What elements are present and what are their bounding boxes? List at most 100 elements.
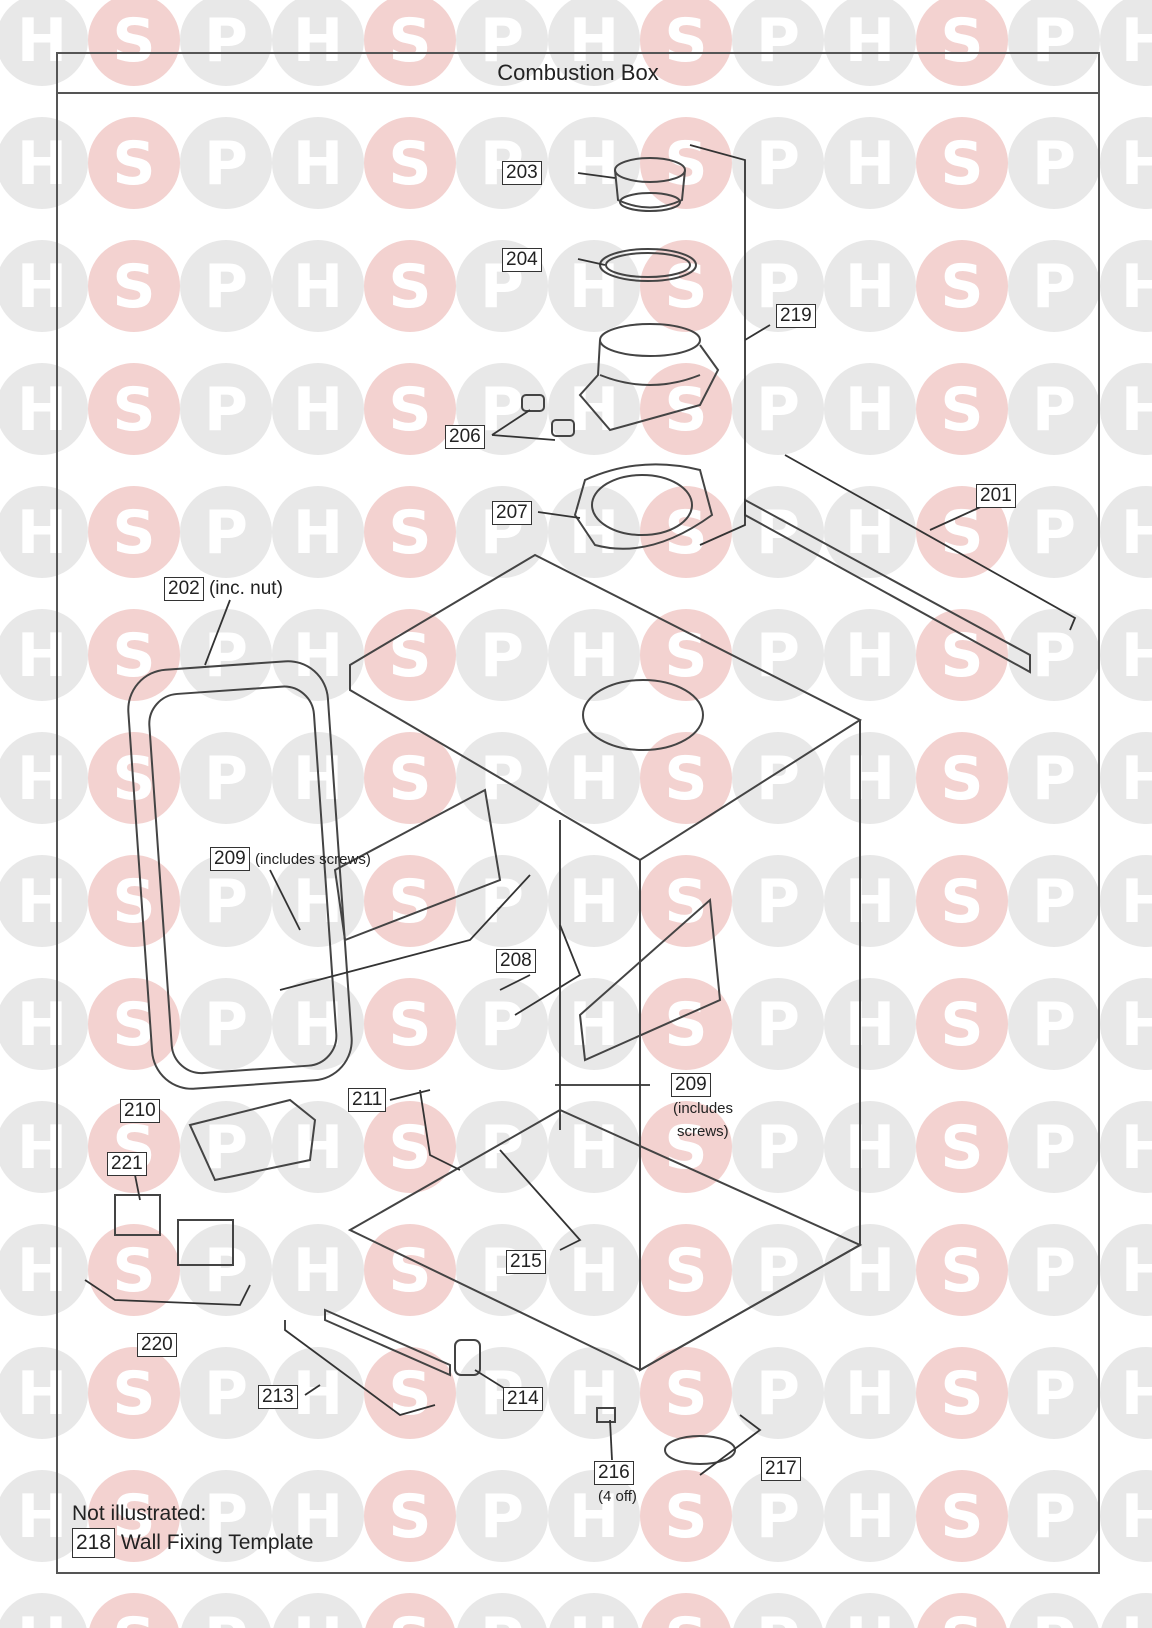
watermark-logo-mark: P (180, 732, 272, 824)
flue-turret-part (578, 323, 720, 432)
watermark-logo-mark: S (916, 732, 1008, 824)
watermark-logo-mark: H (1100, 732, 1152, 824)
watermark-logo-mark: S (364, 1347, 456, 1439)
svg-text:P: P (480, 6, 524, 76)
callout-216: 216 (4 off) (594, 1461, 637, 1508)
svg-text:S: S (112, 498, 155, 568)
connector-bracket-part (114, 1194, 161, 1236)
support-bar-part (324, 1308, 451, 1377)
watermark-logo-mark: S (640, 0, 732, 86)
watermark-logo-mark: S (364, 240, 456, 332)
watermark-logo-mark: H (272, 240, 364, 332)
svg-text:P: P (480, 1482, 524, 1552)
callout-220: 220 (137, 1333, 177, 1357)
part-number-label: 209 (671, 1073, 711, 1097)
svg-text:P: P (1032, 6, 1076, 76)
watermark-logo-mark: P (1008, 978, 1100, 1070)
watermark-logo-mark: S (640, 1224, 732, 1316)
watermark-logo-mark: H (272, 0, 364, 86)
svg-text:H: H (17, 867, 67, 937)
svg-text:P: P (1032, 129, 1076, 199)
part-number-label: 203 (502, 161, 542, 185)
watermark-logo-mark: P (1008, 240, 1100, 332)
svg-text:H: H (845, 129, 895, 199)
watermark-logo-mark: P (180, 855, 272, 947)
svg-text:S: S (940, 129, 983, 199)
callout-210: 210 (120, 1099, 160, 1123)
svg-text:H: H (1121, 375, 1152, 445)
svg-text:P: P (1032, 1482, 1076, 1552)
svg-text:H: H (1121, 252, 1152, 322)
part-number-label: 219 (776, 304, 816, 328)
svg-text:S: S (664, 1236, 707, 1306)
part-number-label: 218 (72, 1528, 116, 1558)
svg-text:H: H (845, 252, 895, 322)
watermark-logo-mark: S (916, 240, 1008, 332)
watermark-logo-mark: P (1008, 1224, 1100, 1316)
watermark-logo-mark: P (732, 609, 824, 701)
svg-text:H: H (17, 990, 67, 1060)
not-illustrated-heading: Not illustrated: (72, 1502, 207, 1525)
svg-text:P: P (1032, 744, 1076, 814)
watermark-logo-mark: P (1008, 1470, 1100, 1562)
callout-209-right: 209 (includes screws) (671, 1073, 733, 1143)
watermark-logo-mark: P (1008, 363, 1100, 455)
watermark-logo-mark: P (1008, 855, 1100, 947)
watermark-logo-mark: S (916, 117, 1008, 209)
part-number-label: 214 (503, 1387, 543, 1411)
svg-text:S: S (664, 990, 707, 1060)
svg-text:S: S (664, 6, 707, 76)
watermark-logo-mark: H (272, 1347, 364, 1439)
watermark-logo-mark: S (88, 855, 180, 947)
watermark-logo-mark: H (272, 486, 364, 578)
part-number-label: 210 (120, 1099, 160, 1123)
svg-text:S: S (940, 252, 983, 322)
svg-text:H: H (1121, 1359, 1152, 1429)
watermark-logo-mark: H (1100, 486, 1152, 578)
svg-text:S: S (664, 129, 707, 199)
watermark-logo-mark: H (272, 1101, 364, 1193)
svg-text:H: H (845, 498, 895, 568)
part-number-label: 211 (348, 1088, 387, 1112)
svg-text:P: P (204, 744, 248, 814)
watermark-logo-mark: H (1100, 363, 1152, 455)
watermark-logo-mark: H (1100, 1347, 1152, 1439)
svg-text:P: P (204, 990, 248, 1060)
watermark-logo-mark: H (272, 1224, 364, 1316)
watermark-logo-mark: H (272, 1470, 364, 1562)
watermark-logo-mark: P (732, 486, 824, 578)
watermark-logo-mark: H (0, 1593, 87, 1628)
watermark-logo-mark: S (364, 1470, 456, 1562)
callout-221: 221 (107, 1152, 147, 1176)
watermark-logo-mark: P (456, 0, 548, 86)
watermark-logo-mark: S (917, 1593, 1007, 1628)
svg-text:H: H (845, 867, 895, 937)
svg-text:H: H (17, 744, 67, 814)
watermark-logo-mark: P (180, 363, 272, 455)
callout-204: 204 (502, 248, 542, 272)
watermark-logo-mark: H (825, 1593, 915, 1628)
svg-text:H: H (1121, 744, 1152, 814)
watermark-logo-mark: S (89, 1593, 179, 1628)
not-illustrated-item-label: Wall Fixing Template (120, 1531, 314, 1554)
watermark-logo-mark: P (180, 1347, 272, 1439)
svg-text:H: H (1121, 990, 1152, 1060)
svg-text:H: H (845, 1605, 895, 1628)
svg-text:H: H (569, 6, 619, 76)
svg-text:P: P (756, 744, 800, 814)
watermark-logo-mark: H (548, 240, 640, 332)
watermark-logo-mark: H (1100, 0, 1152, 86)
svg-text:H: H (17, 1605, 67, 1628)
watermark-logo-mark: H (824, 117, 916, 209)
watermark-logo-mark: H (824, 855, 916, 947)
svg-text:P: P (204, 621, 248, 691)
svg-text:H: H (569, 1359, 619, 1429)
svg-text:S: S (388, 252, 431, 322)
flue-nut-part (614, 157, 686, 212)
part-number-label: 215 (506, 1250, 546, 1274)
watermark-logo-mark: H (272, 117, 364, 209)
svg-text:P: P (204, 1359, 248, 1429)
watermark-logo-mark: H (1100, 609, 1152, 701)
watermark-logo-mark: P (732, 855, 824, 947)
watermark-logo-mark: S (364, 1101, 456, 1193)
